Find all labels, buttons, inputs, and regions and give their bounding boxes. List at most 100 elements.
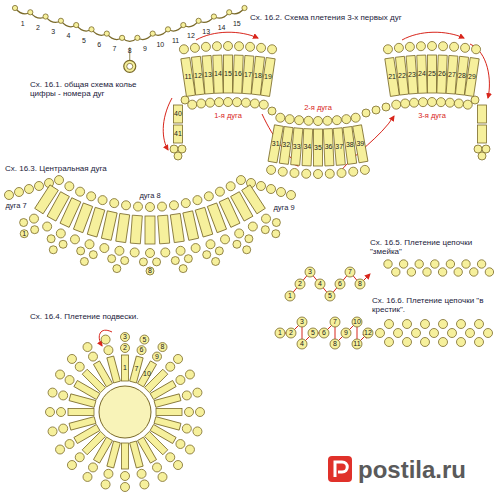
callout-number: 6	[338, 280, 342, 288]
callout-number: 41	[174, 130, 182, 138]
bead	[74, 22, 79, 27]
bugle-bead	[174, 105, 183, 123]
bugle-bead	[107, 356, 120, 383]
bead	[174, 461, 183, 470]
bugle-bead	[465, 58, 480, 97]
callout-number: 17	[244, 71, 252, 79]
bead	[261, 226, 269, 234]
bead	[201, 42, 210, 51]
logo-icon	[335, 462, 347, 477]
bead	[89, 27, 94, 32]
thread-arrow	[99, 330, 112, 346]
bead	[101, 480, 110, 489]
bead	[191, 244, 200, 253]
bead	[174, 152, 182, 160]
bead	[59, 424, 68, 433]
callout-number: 5	[142, 336, 146, 344]
bead	[5, 191, 14, 200]
bead	[185, 445, 194, 454]
bead	[382, 103, 390, 111]
bead	[181, 96, 189, 104]
bead	[57, 408, 66, 417]
bugle-bead	[183, 211, 199, 240]
bead	[169, 201, 178, 210]
callout-number: 7	[112, 45, 116, 53]
bead	[158, 343, 167, 352]
bead	[211, 14, 216, 19]
bead	[146, 249, 155, 258]
callout-number: 14	[218, 24, 226, 32]
bead	[43, 222, 52, 231]
bead	[233, 240, 241, 248]
bugle-bead	[478, 125, 487, 143]
bead	[196, 18, 201, 23]
callout-number: 34	[303, 143, 311, 151]
bead	[224, 98, 233, 107]
bead	[295, 279, 305, 289]
callout-number: 6	[97, 41, 101, 49]
bead	[235, 42, 244, 51]
callout-number: 16	[234, 70, 242, 78]
callout-number: 2	[289, 329, 293, 337]
bead	[176, 376, 185, 385]
bead	[484, 329, 493, 338]
callout-number: 33	[293, 143, 301, 151]
bead	[140, 335, 149, 344]
bead	[477, 260, 485, 268]
bead	[383, 45, 392, 54]
bead	[108, 255, 116, 263]
arc-label: 3-я дуга	[418, 112, 446, 121]
bead	[267, 165, 276, 174]
callout-number: 40	[174, 110, 182, 118]
bead	[121, 483, 130, 492]
bead	[445, 98, 454, 107]
bead	[352, 339, 362, 349]
bead	[407, 268, 415, 276]
bead	[181, 199, 190, 208]
callout-number: 11	[184, 73, 191, 81]
bead	[185, 370, 194, 379]
bugle-bead	[116, 213, 130, 242]
bead	[56, 370, 65, 379]
bead	[401, 99, 410, 108]
bead	[49, 246, 57, 254]
bead	[89, 463, 98, 472]
bead	[226, 182, 235, 191]
callout-number: 32	[282, 141, 290, 149]
bead	[121, 257, 129, 265]
bead	[120, 35, 125, 40]
callout-number: 4	[318, 280, 322, 288]
bead	[121, 472, 130, 481]
bead	[193, 388, 202, 397]
bead	[104, 346, 113, 355]
bead	[423, 268, 431, 276]
bead	[372, 106, 380, 114]
bead	[182, 391, 191, 400]
bead	[227, 10, 232, 15]
bead	[297, 339, 307, 349]
pendant	[124, 60, 136, 72]
bead	[197, 99, 206, 108]
callout-number: 12	[194, 72, 202, 80]
callout-number: 6	[322, 329, 326, 337]
bead	[385, 320, 394, 329]
bead	[215, 247, 223, 255]
bead	[89, 352, 98, 361]
bead	[29, 214, 38, 223]
bead	[165, 27, 170, 32]
bugle-bead	[69, 417, 96, 430]
bead	[56, 445, 65, 454]
bead	[245, 235, 253, 243]
bead	[121, 344, 130, 353]
bead	[130, 248, 139, 257]
bead	[290, 168, 299, 177]
callout-number: 1	[288, 292, 292, 300]
callout-number: 37	[335, 143, 343, 151]
bead	[330, 339, 340, 349]
bead	[285, 115, 294, 124]
bead	[272, 230, 280, 238]
bead	[179, 265, 187, 273]
bugle-bead	[302, 129, 313, 166]
bugle-bead	[68, 409, 94, 416]
bead	[335, 279, 345, 289]
